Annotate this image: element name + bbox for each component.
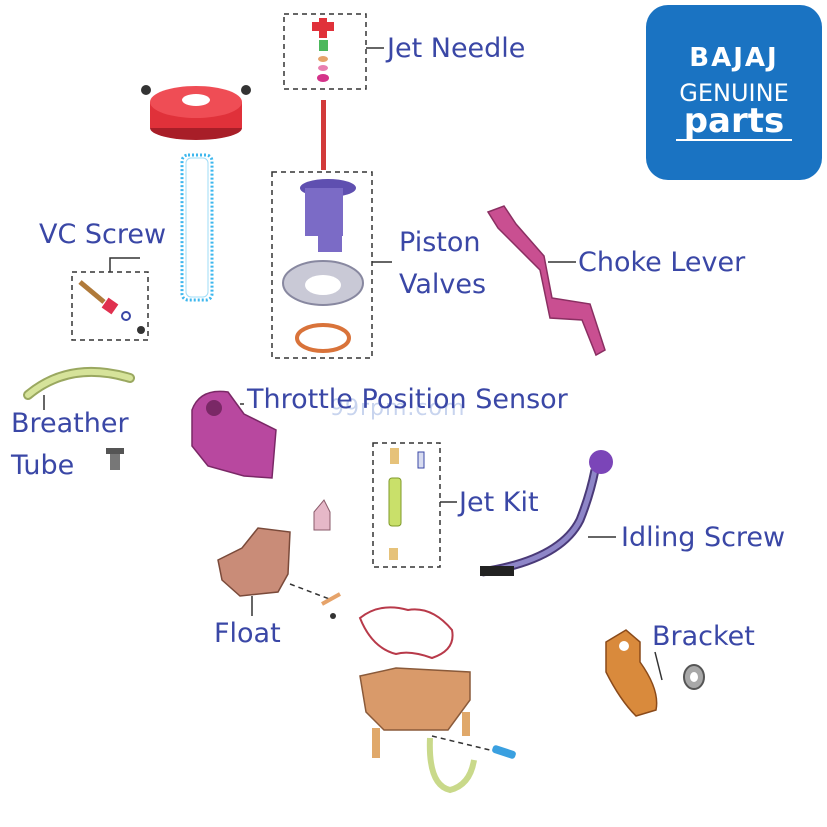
- jet-needle-parts: [312, 18, 334, 170]
- choke-lever: [486, 205, 606, 357]
- logo-brand: BAJAJ: [689, 43, 779, 73]
- label-bracket: Bracket: [652, 621, 755, 652]
- label-breather-tube: Breather Tube: [11, 408, 129, 481]
- piston-valves-group-box: [271, 171, 373, 359]
- bajaj-genuine-parts-logo: BAJAJ GENUINE parts: [646, 5, 822, 180]
- vacuum-chamber-cover: [141, 85, 251, 140]
- logo-line-genuine: GENUINE: [679, 79, 789, 107]
- label-jet-needle: Jet Needle: [387, 33, 526, 64]
- label-throttle-position-sensor: Throttle Position Sensor: [247, 384, 568, 415]
- breather-tube: [23, 366, 135, 470]
- label-idling-screw: Idling Screw: [621, 522, 786, 553]
- jet-kit-group-box: [372, 442, 441, 568]
- bowl-gasket: [358, 606, 454, 660]
- label-vc-screw: VC Screw: [39, 219, 167, 250]
- jet-kit-parts: [388, 448, 425, 560]
- bracket: [605, 629, 705, 717]
- logo-underline: [676, 139, 792, 141]
- leader-lines: [43, 47, 663, 681]
- vc-screw-parts: [78, 280, 145, 334]
- logo-line-parts: parts: [683, 101, 785, 141]
- float: [217, 499, 341, 619]
- label-piston-valves: Piston Valves: [399, 227, 487, 300]
- piston-valve-parts: [282, 179, 364, 353]
- label-choke-lever: Choke Lever: [578, 247, 746, 278]
- watermark-text: 99rpm.com: [330, 396, 466, 421]
- jet-needle-group-box: [283, 13, 367, 90]
- idling-screw: [480, 450, 613, 577]
- label-float: Float: [214, 618, 281, 649]
- spring: [180, 153, 214, 302]
- float-bowl: [359, 667, 516, 794]
- label-jet-kit: Jet Kit: [459, 487, 539, 518]
- throttle-position-sensor: [191, 390, 277, 479]
